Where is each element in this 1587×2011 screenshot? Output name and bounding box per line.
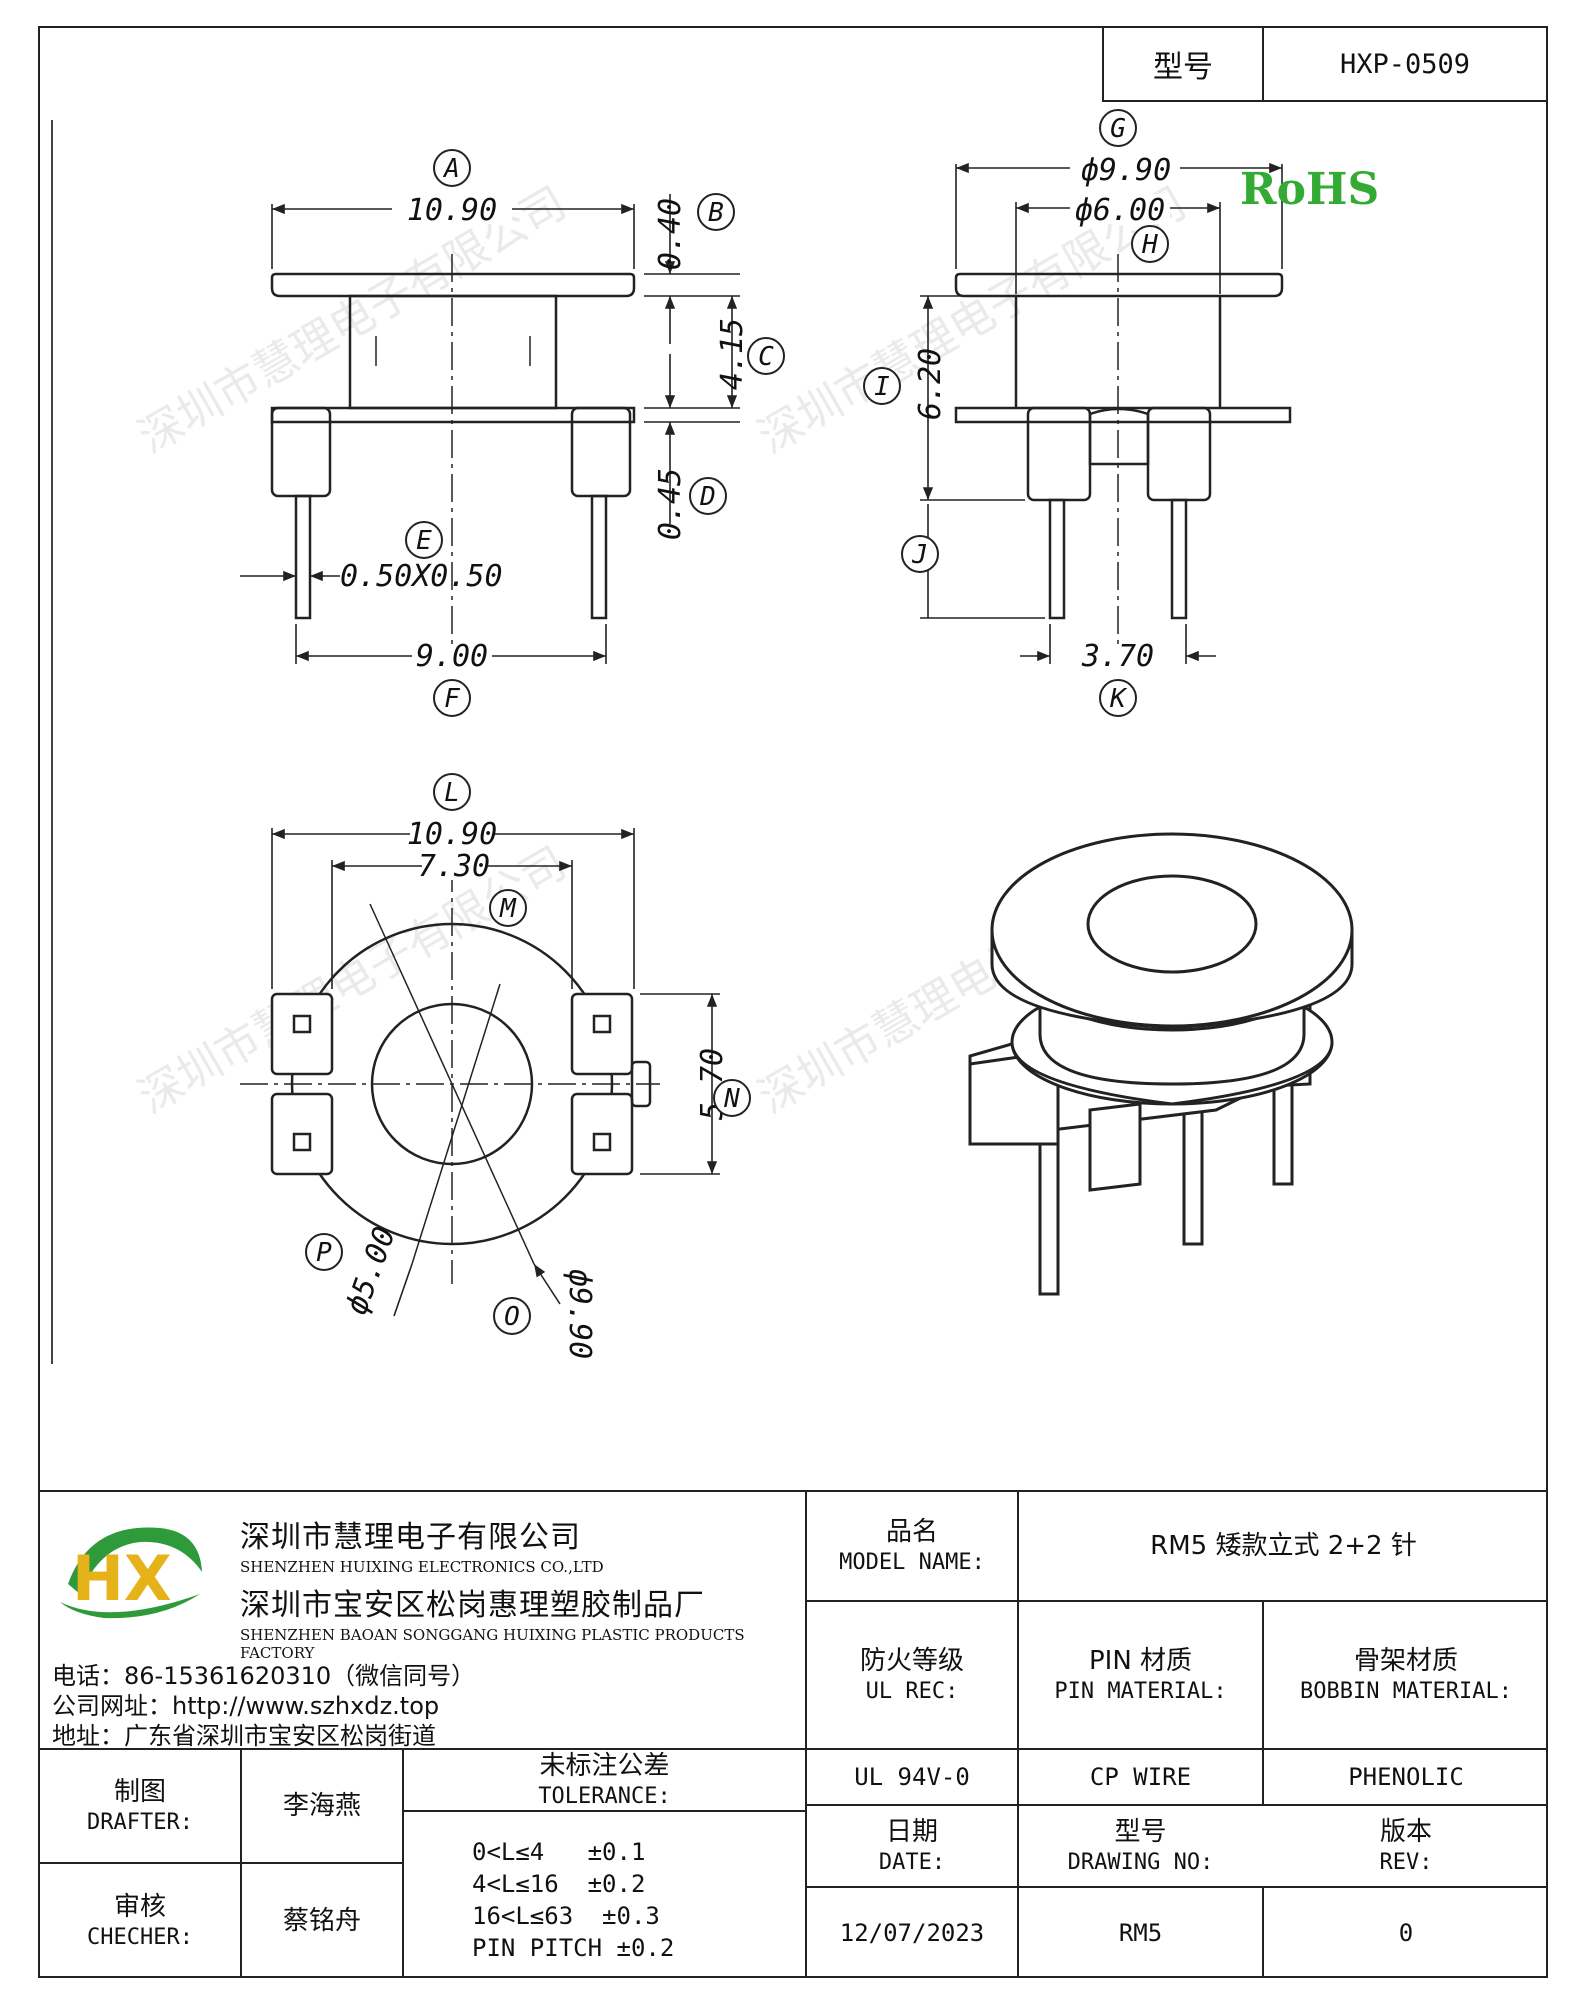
tolerance-label: 未标注公差 TOLERANCE:	[538, 1751, 671, 1809]
dim-g: ф9.90	[1081, 153, 1171, 188]
label-k: K	[1109, 684, 1128, 714]
label-b: B	[708, 198, 724, 228]
model-name-label: 品名 MODEL NAME:	[839, 1517, 985, 1575]
label-m: M	[499, 894, 517, 924]
dim-i: 6.20	[913, 348, 948, 420]
bobbin-value: PHENOLIC	[1348, 1763, 1464, 1791]
label-a: A	[442, 154, 460, 184]
company-website: 公司网址：http://www.szhxdz.top	[52, 1692, 440, 1720]
logo-text: HX	[72, 1542, 172, 1615]
model-name-value: RM5 矮款立式 2+2 针	[1150, 1530, 1417, 1561]
company-info: HX 深圳市慧理电子有限公司 SHENZHEN HUIXING ELECTRON…	[40, 1492, 805, 1750]
checker-name: 蔡铭舟	[282, 1905, 361, 1936]
technical-drawing: 深圳市慧理电子有限公司 深圳市慧理电子有限公司 深圳市慧理电子有限公司 深圳市慧…	[40, 104, 1546, 1490]
drawing-no-label: 型号 DRAWING NO:	[1067, 1817, 1214, 1875]
dim-c: 4.15	[715, 318, 750, 390]
company-tel: 电话：86-15361620310（微信同号）	[52, 1662, 476, 1690]
tolerance-row: 0<L≤4 ±0.1	[472, 1838, 646, 1866]
rev-label: 版本 REV:	[1379, 1817, 1433, 1875]
date-label: 日期 DATE:	[878, 1817, 946, 1875]
label-i: I	[874, 372, 890, 402]
factory-name-cn: 深圳市宝安区松岗惠理塑胶制品厂	[240, 1588, 705, 1623]
dim-d: 0.45	[653, 468, 688, 540]
dim-m: 7.30	[418, 849, 490, 884]
dim-h: ф6.00	[1075, 193, 1165, 228]
ul-value: UL 94V-0	[854, 1763, 970, 1791]
label-c: C	[758, 342, 774, 372]
model-label: 型号	[1104, 28, 1264, 100]
model-header: 型号 HXP-0509	[1102, 26, 1548, 102]
ul-rec-label: 防火等级 UL REC:	[859, 1646, 964, 1704]
model-value: HXP-0509	[1339, 48, 1471, 80]
label-g: G	[1110, 114, 1126, 144]
factory-name-en: SHENZHEN BAOAN SONGGANG HUIXING PLASTIC …	[240, 1626, 745, 1662]
label-h: H	[1141, 230, 1158, 260]
checker-label: 审核 CHECHER:	[87, 1892, 193, 1950]
side-view	[954, 254, 1292, 644]
label-l: L	[444, 778, 460, 808]
rev-value: 0	[1398, 1919, 1414, 1947]
label-f: F	[444, 684, 461, 714]
label-d: D	[699, 482, 716, 512]
tolerance-row: 4<L≤16 ±0.2	[472, 1870, 646, 1898]
drafter-name: 李海燕	[282, 1790, 361, 1821]
company-address: 地址：广东省深圳市宝安区松岗街道	[52, 1722, 436, 1750]
dim-k: 3.70	[1081, 639, 1154, 674]
tolerance-list: 0<L≤4 ±0.1 4<L≤16 ±0.2 16<L≤63 ±0.3 PIN …	[402, 1822, 778, 1978]
dim-a: 10.90	[407, 193, 497, 228]
label-j: J	[911, 540, 928, 570]
watermark-3: 深圳市慧理电子有限公司	[130, 837, 575, 1123]
label-o: O	[504, 1302, 520, 1332]
bobbin-material-label: 骨架材质 BOBBIN MATERIAL:	[1300, 1646, 1512, 1704]
dim-e: 0.50X0.50	[340, 559, 503, 594]
company-name-cn: 深圳市慧理电子有限公司	[240, 1520, 581, 1555]
drawing-svg: 深圳市慧理电子有限公司 深圳市慧理电子有限公司 深圳市慧理电子有限公司 深圳市慧…	[51, 109, 1379, 1364]
drawing-no-value: RM5	[1118, 1919, 1163, 1947]
dim-l: 10.90	[407, 817, 497, 852]
dim-f: 9.00	[416, 639, 488, 674]
label-p: P	[316, 1238, 332, 1268]
tolerance-row: PIN PITCH ±0.2	[472, 1934, 675, 1962]
drafter-label: 制图 DRAFTER:	[87, 1777, 193, 1835]
label-e: E	[416, 526, 432, 556]
title-block: HX 深圳市慧理电子有限公司 SHENZHEN HUIXING ELECTRON…	[38, 1490, 1548, 1978]
dim-p: ф5.00	[339, 1222, 403, 1319]
pin-material-label: PIN 材质 PIN MATERIAL:	[1054, 1646, 1227, 1704]
rohs-mark: RoHS	[1240, 164, 1379, 215]
label-n: N	[723, 1084, 740, 1114]
front-view	[270, 254, 636, 644]
date-value: 12/07/2023	[839, 1919, 985, 1947]
pin-value: CP WIRE	[1089, 1763, 1192, 1791]
company-name-en: SHENZHEN HUIXING ELECTRONICS CO.,LTD	[240, 1558, 604, 1576]
bottom-view	[240, 864, 660, 1284]
tolerance-row: 16<L≤63 ±0.3	[472, 1902, 660, 1930]
company-logo: HX	[50, 1514, 210, 1624]
dim-b: 0.40	[653, 198, 688, 270]
dim-o: ф9.90	[562, 1269, 597, 1359]
isometric-view	[968, 832, 1354, 1296]
